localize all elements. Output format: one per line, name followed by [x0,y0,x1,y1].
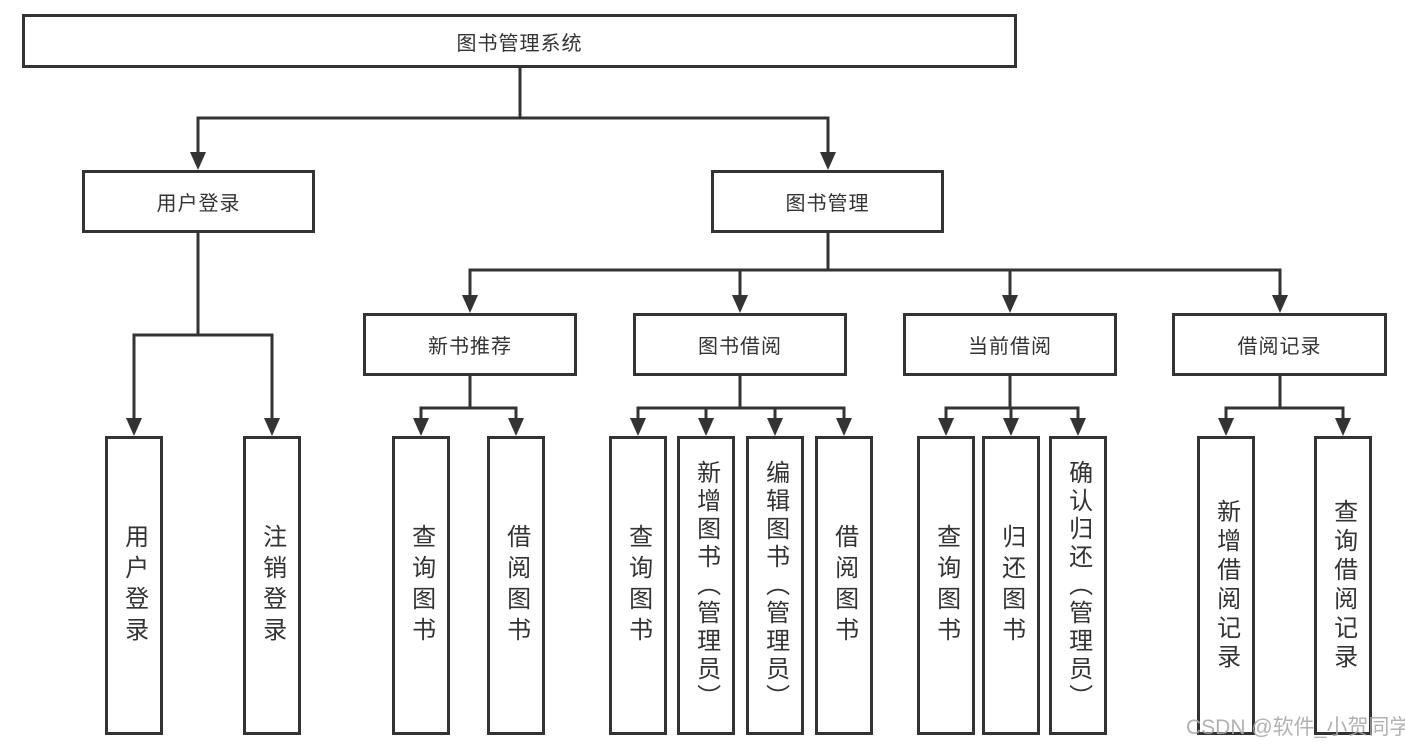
leaf-borrow-books-2-label: 借阅图书 [830,523,858,648]
node-root-label: 图书管理系统 [456,32,583,55]
leaf-add-borrow-record: 新增借阅记录 [1197,436,1255,735]
node-user-login-label: 用户登录 [156,193,241,215]
leaf-logout: 注销登录 [243,436,301,735]
node-root: 图书管理系统 [22,14,1017,68]
leaf-borrow-books-2: 借阅图书 [815,436,873,735]
leaf-query-borrow-record: 查询借阅记录 [1314,436,1372,735]
node-borrow-records: 借阅记录 [1172,313,1387,376]
leaf-query-books-2-label: 查询图书 [624,523,652,648]
node-new-book-recommend: 新书推荐 [363,313,577,376]
csdn-watermark: CSDN @软件_小贺同学 [1186,716,1405,739]
leaf-user-login-label: 用户登录 [120,523,148,648]
leaf-return-books-label: 归还图书 [997,523,1025,648]
node-book-management: 图书管理 [711,170,944,233]
leaf-borrow-books-1: 借阅图书 [487,436,545,735]
leaf-query-books-3-label: 查询图书 [932,523,960,648]
arrowheads [126,152,1351,436]
leaf-add-borrow-record-label: 新增借阅记录 [1212,498,1240,673]
leaf-user-login: 用户登录 [105,436,163,735]
leaf-borrow-books-1-label: 借阅图书 [502,523,530,648]
node-book-borrow: 图书借阅 [633,313,847,376]
leaf-query-books-1: 查询图书 [392,436,450,735]
leaf-query-borrow-record-label: 查询借阅记录 [1329,498,1357,673]
leaf-confirm-return-admin: 确认归还（管理员） [1049,436,1107,735]
node-current-borrow-label: 当前借阅 [968,336,1052,358]
leaf-query-books-3: 查询图书 [917,436,975,735]
leaf-logout-label: 注销登录 [258,523,286,648]
leaf-query-books-1-label: 查询图书 [407,523,435,648]
leaf-add-books-admin: 新增图书（管理员） [677,436,735,735]
leaf-add-books-admin-label: 新增图书（管理员） [692,459,720,712]
node-book-management-label: 图书管理 [785,193,870,215]
leaf-edit-books-admin-label: 编辑图书（管理员） [761,459,789,712]
node-user-login: 用户登录 [82,170,315,233]
node-book-borrow-label: 图书借阅 [698,336,782,358]
node-current-borrow: 当前借阅 [903,313,1117,376]
leaf-return-books: 归还图书 [982,436,1040,735]
node-borrow-records-label: 借阅记录 [1237,336,1322,358]
leaf-edit-books-admin: 编辑图书（管理员） [746,436,804,735]
leaf-query-books-2: 查询图书 [609,436,667,735]
node-new-book-recommend-label: 新书推荐 [428,336,512,358]
leaf-confirm-return-admin-label: 确认归还（管理员） [1064,459,1092,712]
